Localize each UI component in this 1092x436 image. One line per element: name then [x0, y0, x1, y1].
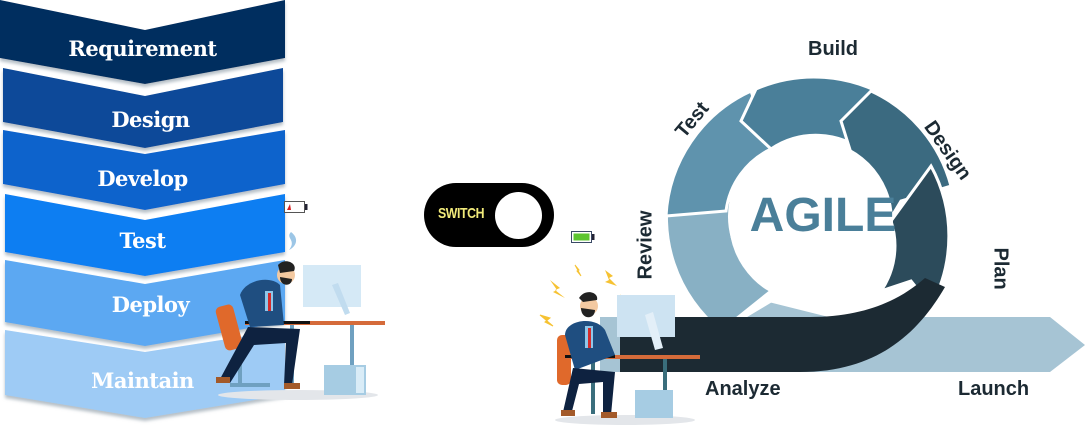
- chevron-deploy: [5, 260, 285, 346]
- waterfall-chevrons: [0, 0, 285, 418]
- phase-label-plan: Plan: [989, 247, 1012, 290]
- switch-toggle[interactable]: SWITCH: [424, 183, 554, 247]
- chevron-requirement: [0, 0, 285, 84]
- busy-worker-illustration: [539, 264, 700, 425]
- stressed-worker-illustration: [215, 261, 385, 400]
- full-battery-icon: [571, 231, 595, 243]
- chevron-maintain: [5, 330, 285, 418]
- segment-analyze: [620, 278, 945, 372]
- chevron-develop: [3, 130, 285, 210]
- switch-label: SWITCH: [438, 205, 485, 222]
- phase-label-build: Build: [808, 38, 858, 60]
- stage-label-maintain: Maintain: [91, 368, 194, 393]
- stage-label-test: Test: [119, 228, 166, 253]
- low-battery-icon: [284, 201, 308, 213]
- phase-label-analyze: Analyze: [705, 378, 781, 400]
- waterfall-diagram: Requirement Design Develop Test Deploy M…: [0, 0, 290, 436]
- stage-label-design: Design: [111, 107, 190, 132]
- switch-knob[interactable]: [495, 192, 542, 239]
- stage-label-deploy: Deploy: [111, 292, 190, 317]
- chevron-test: [5, 194, 285, 276]
- agile-center-circle: [729, 139, 893, 303]
- launch-label: Launch: [958, 378, 1030, 400]
- stage-label-develop: Develop: [97, 166, 188, 191]
- chevron-design: [3, 68, 283, 148]
- agile-center-label: AGILE: [749, 189, 897, 242]
- agile-cycle-diagram: [600, 75, 1085, 372]
- stage-label-requirement: Requirement: [68, 36, 217, 61]
- swoosh-icon: [289, 232, 297, 250]
